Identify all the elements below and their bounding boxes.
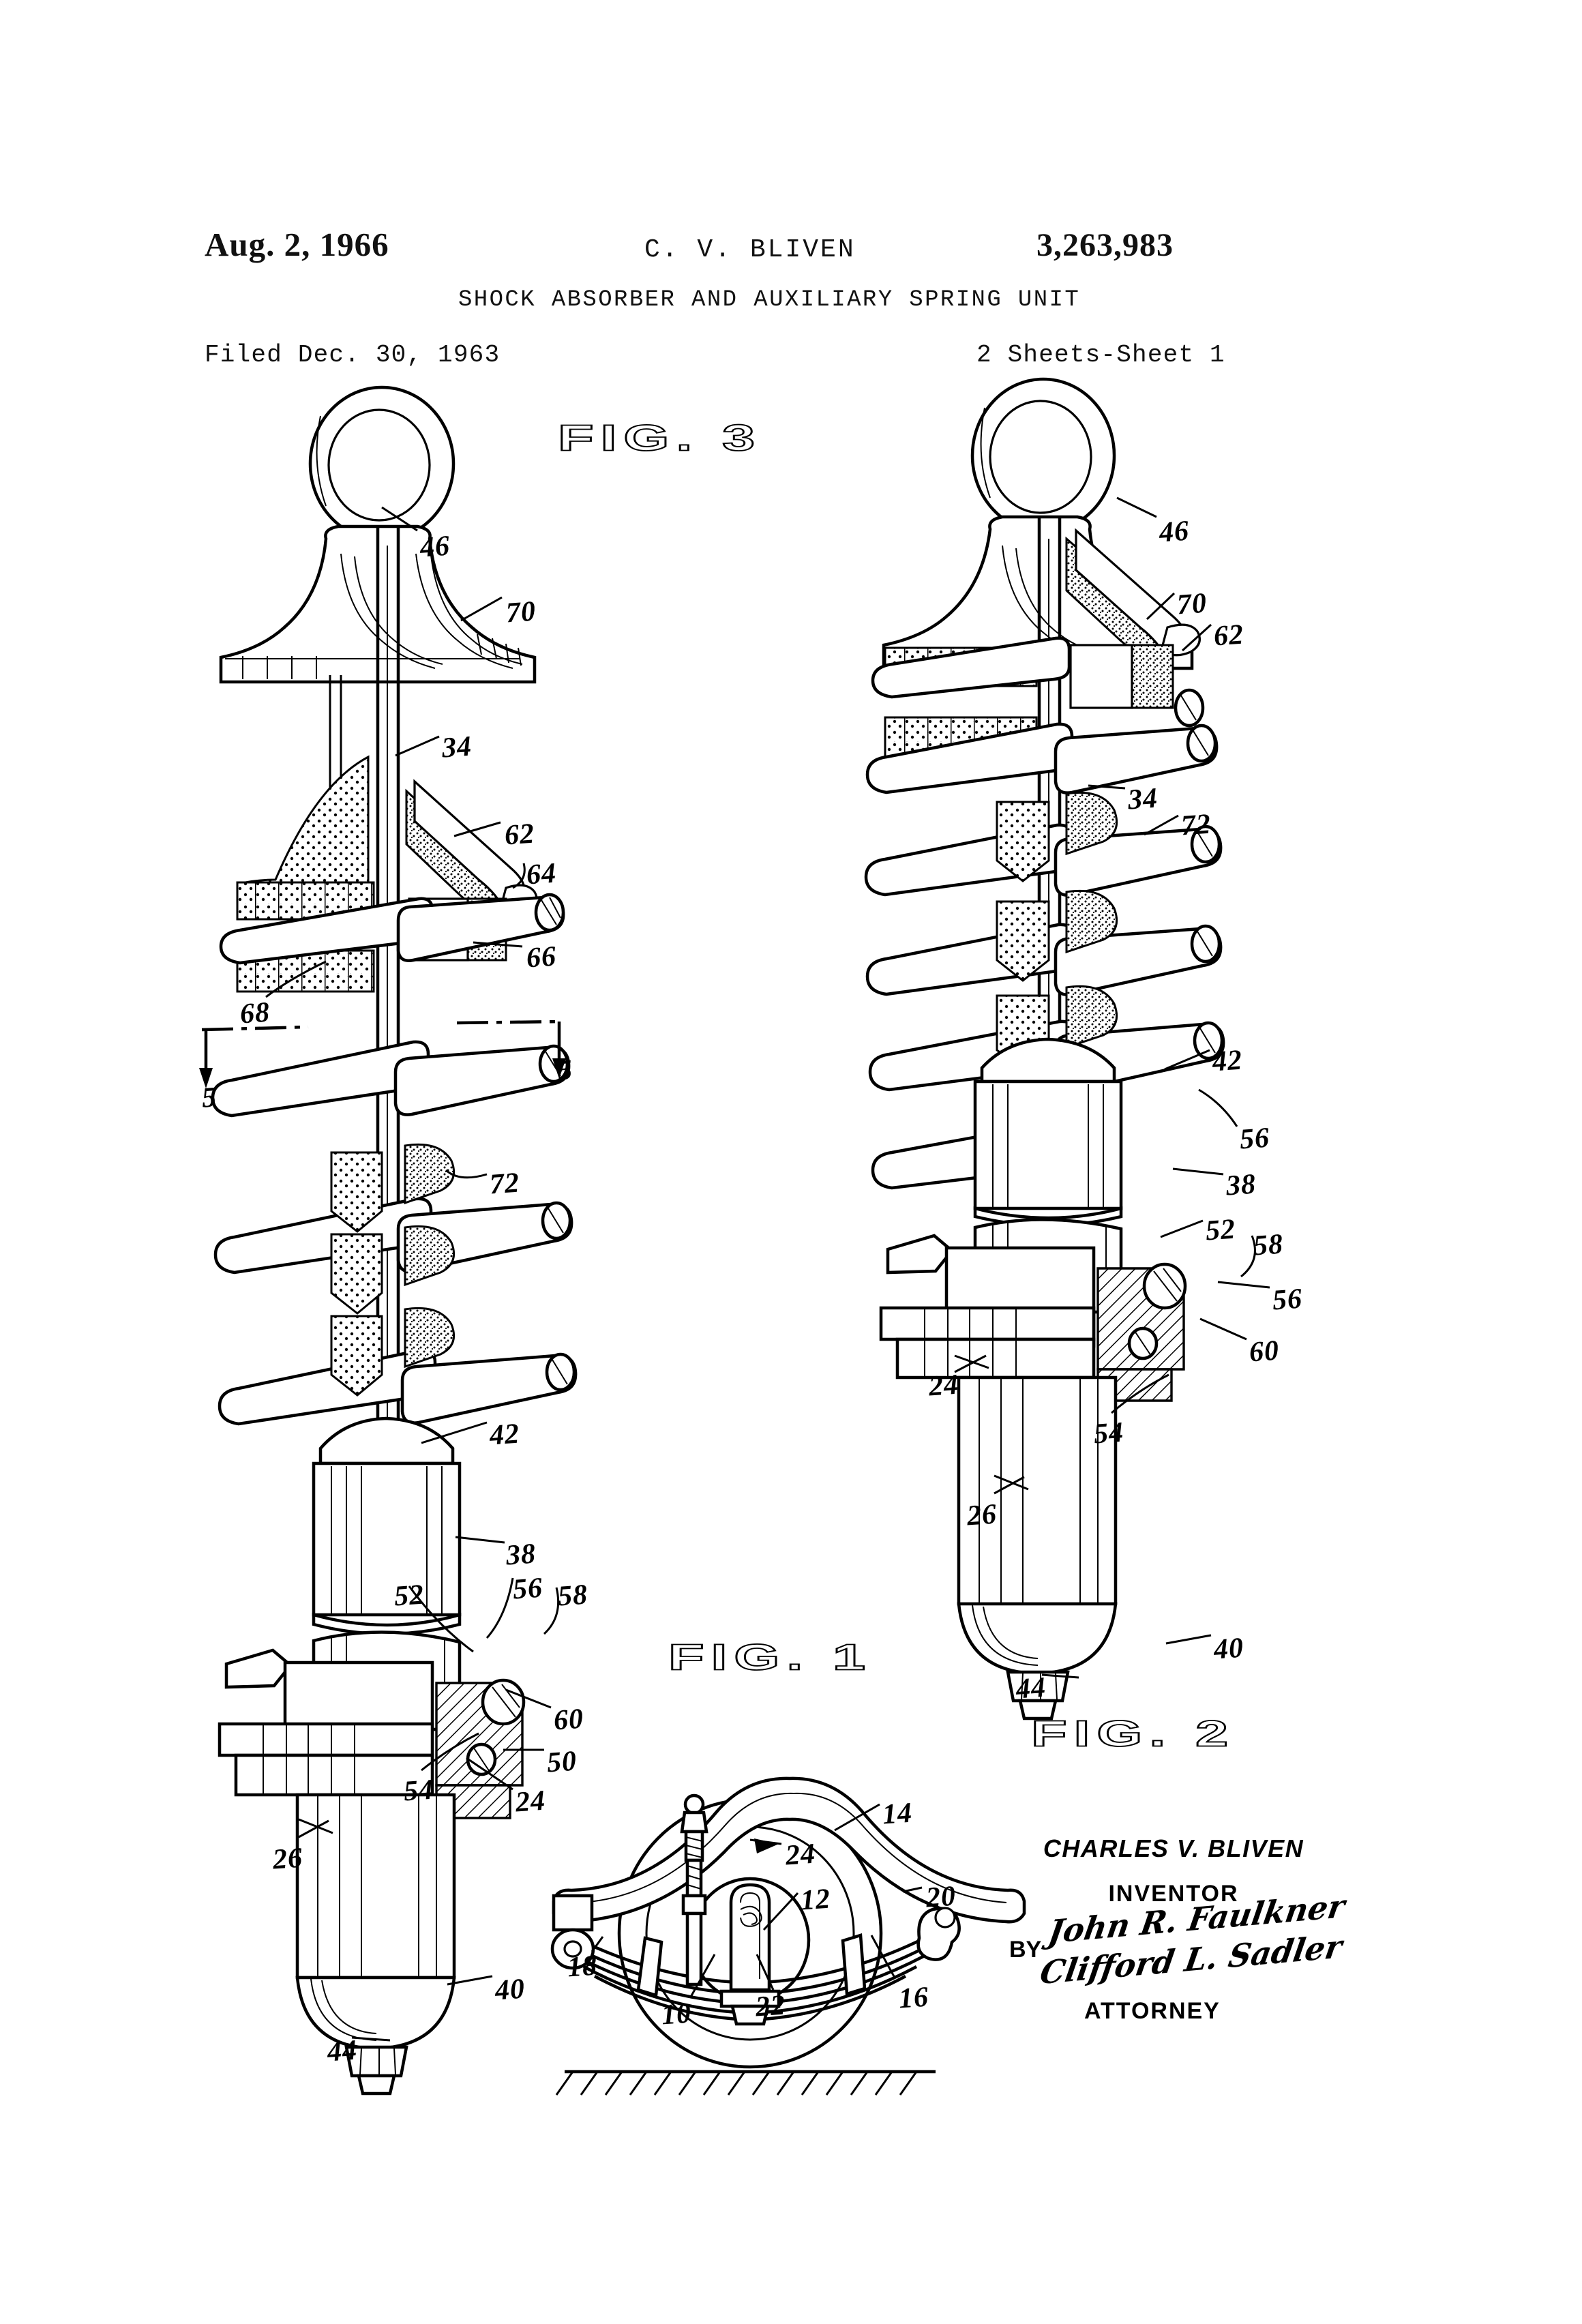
reference-numeral-20: 20 [925,1880,957,1914]
outer-coil-spring-fig3 [864,636,1225,1190]
reference-numeral-44: 44 [1015,1671,1047,1705]
reference-numeral-38: 38 [1225,1168,1257,1202]
reference-numeral-70: 70 [1176,587,1208,621]
inventor-name: CHARLES V. BLIVEN [1043,1834,1304,1862]
reference-numeral-56: 56 [1238,1122,1271,1156]
attorney-label: ATTORNEY [1084,1998,1221,2024]
inventor-label: INVENTOR [1108,1881,1239,1907]
reference-numeral-52: 52 [393,1579,426,1613]
section-line-5-5 [199,1019,566,1088]
reference-numeral-62: 62 [1212,619,1245,653]
reference-numeral-18: 18 [566,1950,599,1984]
reference-numeral-34: 34 [1126,782,1159,816]
reference-numeral-22: 22 [754,1989,787,2023]
reference-numeral-70: 70 [505,595,537,629]
reference-numeral-60: 60 [552,1703,585,1737]
shock-upper-can-42-fig3 [973,1037,1123,1227]
reservoir-tube-26 [295,1793,456,2096]
reference-numeral-58: 58 [1252,1228,1285,1262]
reference-numeral-54: 54 [402,1774,435,1808]
reference-numeral-24: 24 [514,1785,547,1819]
upper-rubber-arm-62-fig3 [1065,528,1205,728]
reference-numeral-54: 54 [1092,1416,1125,1450]
reference-numeral-50: 50 [546,1745,578,1779]
reference-numeral-38: 38 [505,1538,537,1572]
patent-date: Aug. 2, 1966 [205,226,389,263]
mounting-eye-46-fig3 [970,377,1116,534]
reference-numeral-56: 56 [511,1572,544,1606]
ground-line [555,2070,936,2096]
inner-bumper-stack-72 [330,1143,455,1397]
reference-numeral-58: 58 [556,1579,589,1613]
figure-1-leaders [265,506,560,2042]
reference-numeral-46: 46 [419,530,451,564]
figure-2-drawing [550,1776,1026,2096]
figure-1-drawing [199,385,578,2096]
reference-numeral-42: 42 [1211,1044,1244,1078]
figure-3-leaders [954,496,1270,1679]
outer-coil-spring-24 [211,893,578,1426]
shock-stud-24 [680,1793,708,1986]
figure-3-drawing [864,377,1270,1720]
reference-numeral-40: 40 [494,1973,526,2007]
reference-numeral-68: 68 [239,996,271,1030]
inner-sleeve [329,675,342,791]
inventor-header: C. V. BLIVEN [644,235,856,265]
reference-numeral-64: 64 [525,857,558,891]
sheet-count: 2 Sheets-Sheet 1 [976,341,1225,369]
reference-numeral-24: 24 [927,1369,960,1403]
shock-upper-can-42 [312,1416,462,1636]
reference-numeral-34: 34 [441,730,473,764]
center-mount-22 [719,1883,781,2026]
patent-title: SHOCK ABSORBER AND AUXILIARY SPRING UNIT [458,287,1081,313]
reference-numeral-72: 72 [1180,808,1212,842]
reference-numeral-66: 66 [525,940,558,974]
reference-numeral-24: 24 [784,1838,817,1872]
reference-numeral-10: 10 [660,1997,693,2031]
mounting-eye-46 [308,385,456,542]
by-label: BY [1009,1937,1042,1963]
reference-numeral-56: 56 [1271,1283,1304,1317]
lower-head-assembly-fig3 [879,1234,1187,1402]
reference-numeral-62: 62 [503,818,536,852]
signature-block: CHARLES V. BLIVEN INVENTOR [1013,1834,1334,1907]
reservoir-tube-26-fig3 [957,1375,1118,1720]
reference-numeral-46: 46 [1158,515,1191,549]
reference-numeral-72: 72 [488,1167,521,1201]
reference-numeral-52: 52 [1204,1213,1237,1247]
reference-numeral-16: 16 [897,1981,930,2015]
figure-3-label: FIG. 3 [557,417,762,459]
reference-numeral-42: 42 [488,1418,521,1452]
reference-numeral-26: 26 [271,1842,304,1876]
reference-numeral-40: 40 [1212,1632,1245,1666]
reference-numeral-5: 5 [200,1082,218,1114]
patent-number: 3,263,983 [1036,227,1174,263]
reference-numeral-60: 60 [1248,1335,1281,1369]
reference-numeral-14: 14 [881,1797,914,1831]
reference-numeral-5: 5 [556,1054,574,1087]
lower-head-assembly [218,1648,526,1819]
filing-date: Filed Dec. 30, 1963 [205,341,501,369]
reference-numeral-44: 44 [326,2034,359,2068]
axle-housing-14 [552,1776,1026,1924]
figure-2-label: FIG. 2 [1030,1713,1235,1755]
reference-numeral-26: 26 [966,1498,998,1532]
figure-1-label: FIG. 1 [668,1637,872,1678]
reference-numeral-12: 12 [799,1883,832,1917]
